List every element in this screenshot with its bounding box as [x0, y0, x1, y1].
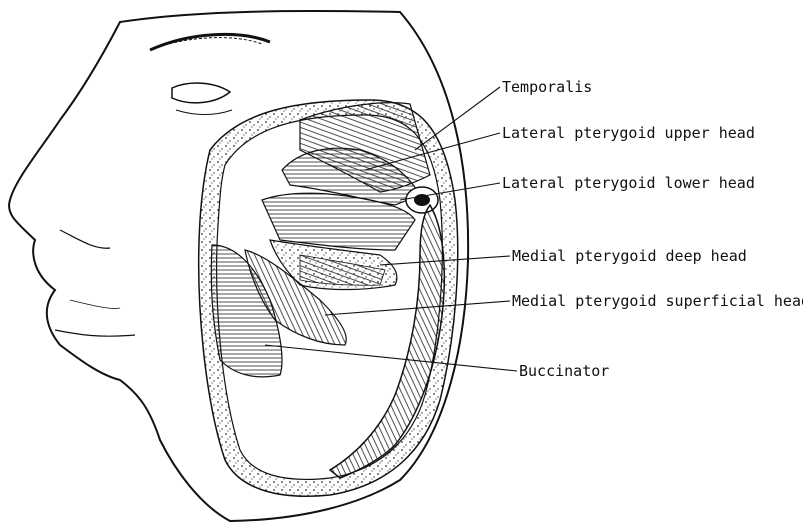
label-medial-pterygoid-superficial-head: Medial pterygoid superficial head — [512, 292, 803, 310]
label-buccinator: Buccinator — [519, 362, 609, 380]
eyebrow — [150, 34, 270, 50]
label-lateral-pterygoid-lower-head: Lateral pterygoid lower head — [502, 174, 755, 192]
nose — [60, 230, 110, 248]
label-medial-pterygoid-deep-head: Medial pterygoid deep head — [512, 247, 747, 265]
label-temporalis: Temporalis — [502, 78, 592, 96]
eye — [172, 83, 230, 103]
label-lateral-pterygoid-upper-head: Lateral pterygoid upper head — [502, 124, 755, 142]
lips — [55, 330, 135, 336]
